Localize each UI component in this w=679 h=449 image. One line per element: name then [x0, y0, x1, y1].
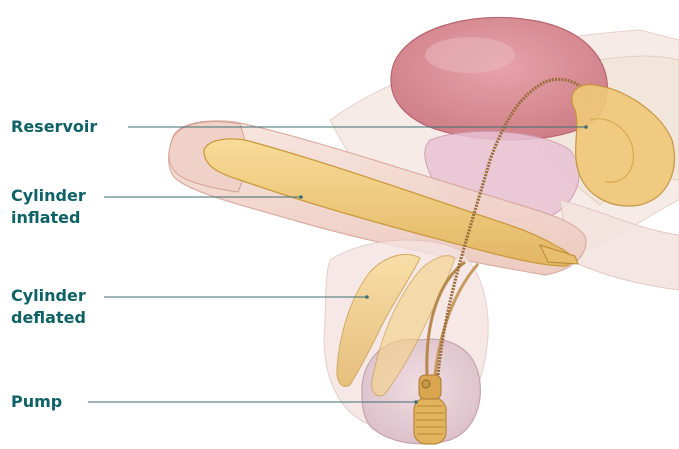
- label-cylinder-inflated-line2: inflated: [11, 207, 86, 229]
- label-pump-text: Pump: [11, 391, 62, 413]
- label-pump: Pump: [11, 391, 62, 413]
- label-cylinder-deflated: Cylinder deflated: [11, 285, 86, 329]
- label-cylinder-inflated-line1: Cylinder: [11, 185, 86, 207]
- pump-body: [414, 398, 446, 444]
- dot-cylinder-inflated: [299, 195, 303, 199]
- pump-button: [422, 380, 430, 388]
- dot-pump: [414, 400, 418, 404]
- label-cylinder-inflated: Cylinder inflated: [11, 185, 86, 229]
- label-reservoir: Reservoir: [11, 116, 97, 138]
- dot-cylinder-deflated: [365, 295, 369, 299]
- label-cylinder-deflated-line1: Cylinder: [11, 285, 86, 307]
- dot-reservoir: [584, 125, 588, 129]
- pump-valve: [419, 375, 441, 399]
- bladder: [391, 17, 607, 139]
- bladder-highlight: [425, 37, 515, 73]
- label-reservoir-text: Reservoir: [11, 116, 97, 138]
- label-cylinder-deflated-line2: deflated: [11, 307, 86, 329]
